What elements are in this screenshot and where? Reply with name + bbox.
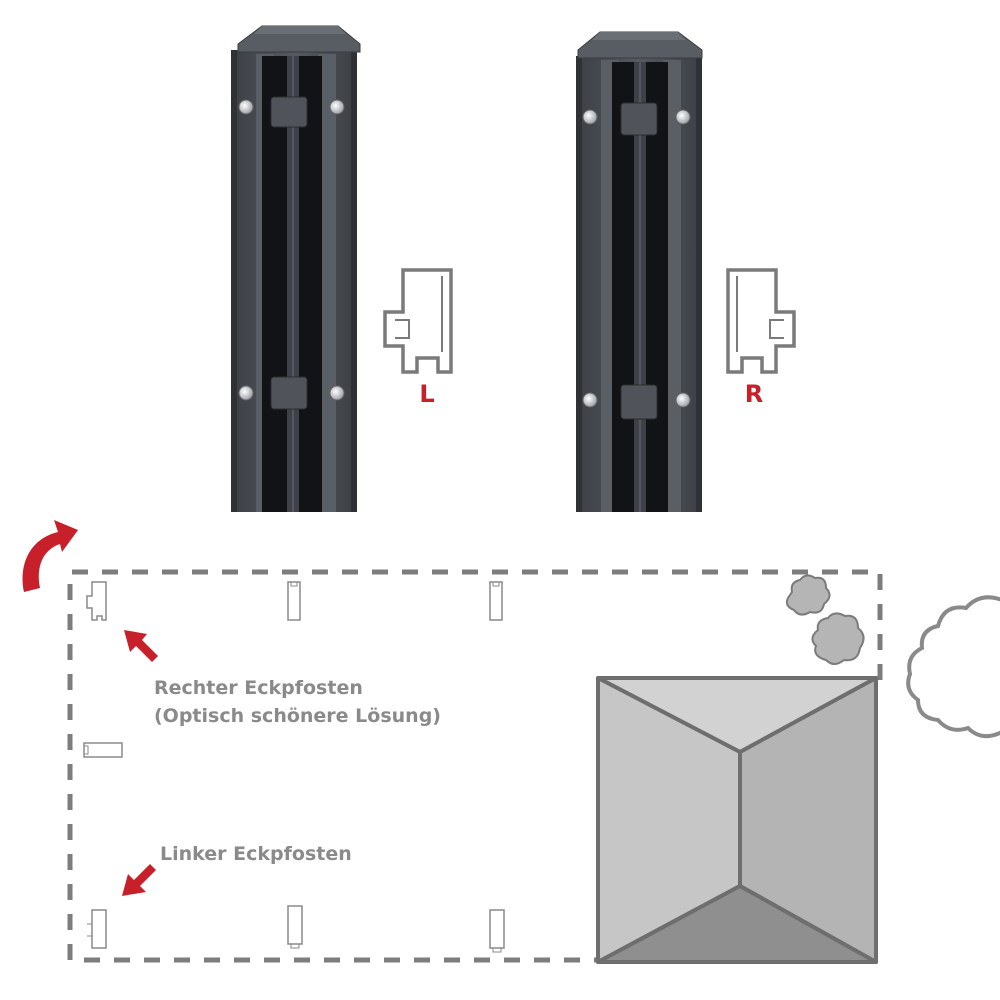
left-post-letter: L — [419, 380, 434, 408]
left-profile-icon — [383, 268, 453, 374]
screw-icon — [675, 392, 691, 408]
right-corner-post-label: Rechter Eckpfosten — [154, 677, 363, 699]
post-marker — [489, 581, 503, 621]
cloud-icon — [906, 595, 1000, 739]
pointer-arrow-icon — [124, 630, 158, 662]
screw-icon — [675, 109, 691, 125]
bush-icon — [811, 612, 865, 665]
bush-icon — [785, 574, 831, 616]
right-corner-post — [576, 31, 703, 512]
right-corner-post-note: (Optisch schönere Lösung) — [154, 705, 441, 727]
post-marker — [287, 581, 301, 621]
post-marker — [83, 742, 123, 758]
left-corner-post — [231, 25, 361, 512]
screw-icon — [329, 99, 345, 115]
screw-icon — [329, 385, 345, 401]
post-marker — [87, 909, 107, 949]
left-corner-post-label: Linker Eckpfosten — [160, 843, 352, 865]
post-marker — [86, 581, 107, 621]
screw-icon — [582, 392, 598, 408]
post-marker — [287, 905, 303, 949]
screw-icon — [238, 99, 254, 115]
post-cap — [237, 25, 361, 53]
right-profile-icon — [726, 268, 796, 374]
post-marker — [489, 909, 505, 953]
post-cap — [577, 31, 703, 59]
rotate-arrow-icon — [22, 520, 79, 592]
house-roof — [596, 676, 878, 964]
pointer-arrow-icon — [122, 864, 156, 896]
screw-icon — [582, 109, 598, 125]
right-post-letter: R — [745, 380, 763, 408]
plan-view: Rechter Eckpfosten (Optisch schönere Lös… — [22, 520, 1000, 964]
fence-outline — [67, 569, 883, 963]
screw-icon — [238, 385, 254, 401]
